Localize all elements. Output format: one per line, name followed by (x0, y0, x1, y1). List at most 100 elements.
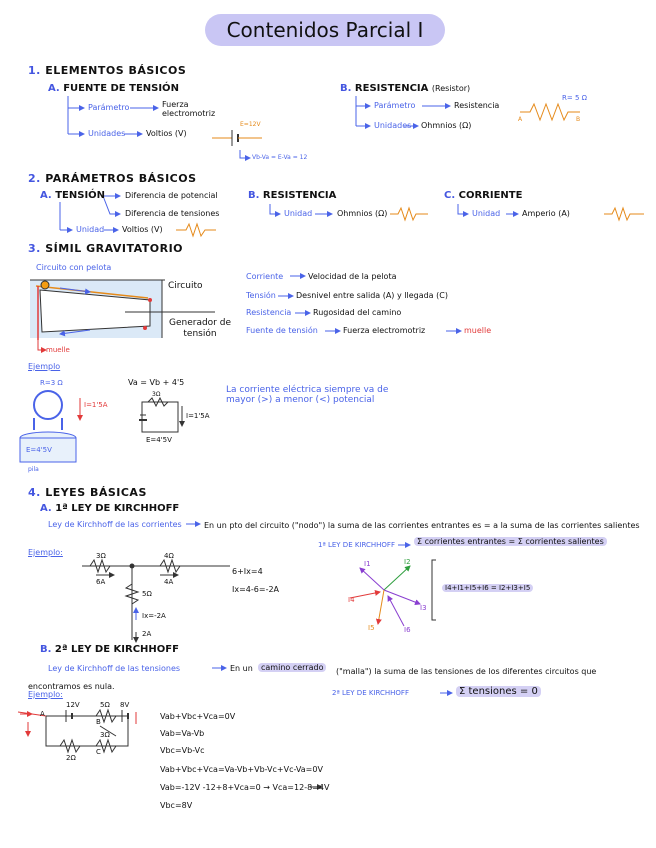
s2a-item-1: Diferencia de potencial (125, 191, 218, 200)
s3-ex-r2: 3Ω (152, 391, 161, 398)
s1a-formula: Vb-Va = E-Va = 12 (252, 154, 308, 161)
s3-ex-e: E=4'5V (26, 446, 52, 454)
s4a-ex-i2: 4A (164, 578, 174, 586)
s4a-letter: A. (40, 503, 52, 514)
s3-ex-eq: Va = Vb + 4'5 (128, 378, 185, 387)
s1a-letter: A. (48, 83, 60, 94)
star-i5: I5 (368, 624, 375, 632)
s1b-node-a: A (518, 116, 523, 123)
s4b-def-1: En un (230, 664, 253, 673)
s3-circuito-label: Circuito (168, 281, 203, 291)
s2-heading: 2. PARÁMETROS BÁSICOS (28, 172, 197, 185)
s3-map-key-1: Corriente (246, 272, 284, 281)
star-i2: I2 (404, 558, 411, 566)
s3-ex-i: I=1'5A (84, 401, 108, 409)
s4a-ex-r1: 3Ω (96, 552, 106, 560)
s2b-letter: B. (248, 190, 260, 201)
star-i4: I4 (348, 596, 355, 604)
s1b-param-value: Resistencia (454, 101, 500, 110)
s4a-ex-i3: 2A (142, 630, 152, 638)
s4a-law-name: 1ª LEY DE KIRCHHOFF (318, 541, 395, 549)
s4a-ex-ix: Ix=-2A (142, 612, 166, 620)
s4b-ex-12v: 12V (66, 701, 80, 709)
s2a-title: TENSIÓN (55, 190, 106, 201)
s1b-param: Parámetro (374, 101, 416, 110)
s2c-title: CORRIENTE (458, 190, 523, 201)
s1b-unit: Unidades (374, 121, 412, 130)
s1-title: ELEMENTOS BÁSICOS (45, 64, 187, 77)
s4b-ex-2ohm: 2Ω (66, 754, 76, 762)
s1b-letter: B. (340, 83, 352, 94)
s4b-law-name: 2ª LEY DE KIRCHHOFF (332, 689, 409, 697)
s3-map-extra-4: muelle (464, 326, 492, 335)
s3-map-val-1: Velocidad de la pelota (308, 272, 397, 281)
s3-map-val-3: Rugosidad del camino (313, 308, 402, 317)
star-i6: I6 (404, 626, 411, 634)
s2-number: 2. (28, 172, 41, 185)
s2a-unit-value: Voltios (V) (122, 225, 163, 234)
s4a-def: En un pto del circuito ("nodo") la suma … (204, 521, 640, 530)
s2b-heading: B. RESISTENCIA (248, 190, 336, 201)
s4b-letter: B. (40, 644, 52, 655)
s4a-ex-r3: 5Ω (142, 590, 152, 598)
s3-ex-pila: pila (28, 466, 39, 473)
s4a-ex-eq1: 6+Ix=4 (232, 567, 263, 576)
s2c-unit-value: Amperio (A) (522, 209, 570, 218)
star-i3: I3 (420, 604, 427, 612)
s4a-law: Σ corrientes entrantes = Σ corrientes sa… (414, 537, 607, 546)
s3-generador-label: Generador de tensión (169, 318, 231, 339)
s3-subtitle: Circuito con pelota (36, 263, 112, 272)
s4b-eq-4: Vab+Vbc+Vca=Va-Vb+Vb-Vc+Vc-Va=0V (160, 765, 323, 774)
s3-ejemplo: Ejemplo (28, 362, 61, 371)
s1b-title: RESISTENCIA (354, 83, 429, 94)
s2-title: PARÁMETROS BÁSICOS (45, 172, 197, 185)
s4b-eq-2: Vab=Va-Vb (160, 729, 205, 738)
s2c-unit: Unidad (472, 209, 501, 218)
s4-number: 4. (28, 486, 41, 499)
s4b-eq-6: Vbc=8V (160, 801, 193, 810)
s4a-star-eq: I4+I1+I5+I6 = I2+I3+I5 (442, 584, 534, 592)
s4-title: LEYES BÁSICAS (45, 486, 147, 499)
s3-note: La corriente eléctrica siempre va de may… (226, 385, 389, 405)
s3-heading: 3. SÍMIL GRAVITATORIO (28, 242, 183, 255)
s4b-ex-3ohm: 3Ω (100, 731, 110, 739)
s4a-ex-r2: 4Ω (164, 552, 174, 560)
s1a-param-value: Fuerza electromotriz (162, 100, 216, 118)
page-title: Contenidos Parcial I (226, 18, 424, 42)
star-i1: I1 (364, 560, 371, 568)
s1a-unit-value: Voltios (V) (146, 129, 187, 138)
s2a-unit: Unidad (76, 225, 105, 234)
s3-map-val-2: Desnivel entre salida (A) y llegada (C) (296, 291, 448, 300)
s2b-title: RESISTENCIA (262, 190, 337, 201)
s2c-letter: C. (444, 190, 456, 201)
s1b-node-b: B (576, 116, 581, 123)
s4b-title: 2ª LEY DE KIRCHHOFF (54, 644, 179, 655)
s2a-heading: A. TENSIÓN (40, 190, 105, 201)
s4b-ex-node-a: A (40, 710, 45, 718)
s2a-letter: A. (40, 190, 52, 201)
s1-heading: 1. ELEMENTOS BÁSICOS (28, 64, 186, 77)
s4b-heading: B. 2ª LEY DE KIRCHHOFF (40, 644, 179, 655)
s1b-subtitle: (Resistor) (431, 84, 471, 93)
s4a-def-key: Ley de Kirchhoff de las corrientes (48, 520, 182, 529)
s4a-title: 1ª LEY DE KIRCHHOFF (55, 503, 180, 514)
s4a-ex-eq2: Ix=4-6=-2A (232, 585, 280, 594)
s4b-law: Σ tensiones = 0 (456, 686, 541, 697)
s4a-heading: A. 1ª LEY DE KIRCHHOFF (40, 503, 179, 514)
s1a-param: Parámetro (88, 103, 130, 112)
s1-number: 1. (28, 64, 41, 77)
s1a-unit: Unidades (88, 129, 126, 138)
s4b-ex-5ohm: 5Ω (100, 701, 110, 709)
s2b-unit: Unidad (284, 209, 313, 218)
s2a-item-2: Diferencia de tensiones (125, 209, 220, 218)
s3-muelle-label: muelle (46, 346, 70, 354)
s3-map-val-4: Fuerza electromotriz (343, 326, 426, 335)
s4b-eq-3: Vbc=Vb-Vc (160, 746, 205, 755)
s4b-eq-5: Vab=-12V -12+8+Vca=0 → Vca=12-8=4V (160, 783, 330, 792)
s3-ex-i2: I=1'5A (186, 412, 210, 420)
s3-ex-r: R=3 Ω (40, 379, 63, 387)
title-pill (205, 14, 445, 46)
s4b-def-key: Ley de Kirchhoff de las tensiones (48, 664, 181, 673)
s4b-def-2: ("malla") la suma de las tensiones de lo… (28, 667, 597, 691)
